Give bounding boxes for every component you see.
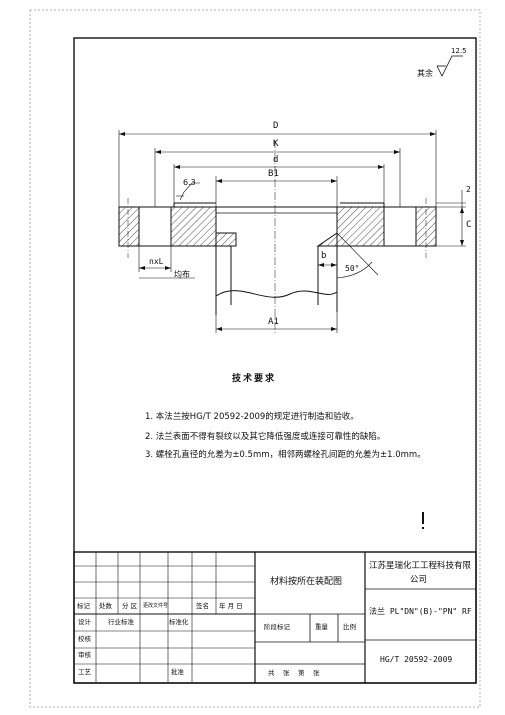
dimension-lines — [118, 130, 466, 333]
requirements-title: 技术要求 — [232, 374, 277, 384]
dim-holes: nxL — [149, 257, 164, 266]
rev-header-mark: 标记 — [77, 602, 90, 610]
row-review: 审核 — [78, 651, 91, 659]
scale-label: 比例 — [343, 623, 356, 631]
company-name-line2: 公司 — [410, 575, 428, 585]
requirement-item-1: 1. 本法兰按HG/T 20592-2009的规定进行制造和验收。 — [145, 412, 359, 422]
row-approve: 批准 — [171, 668, 184, 676]
roughness-local: 6.3 — [183, 178, 196, 187]
company-name-line1: 江苏星瑞化工工程科技有限 — [369, 561, 472, 571]
row-check: 校核 — [78, 635, 91, 643]
standard-number: HG/T 20592-2009 — [380, 655, 453, 664]
dimension-arrows — [119, 132, 464, 331]
exclamation-mark-icon — [422, 512, 424, 529]
dim-step: 2 — [466, 185, 471, 194]
requirement-item-3: 3. 螺栓孔直径的允差为±0.5mm，相邻两螺栓孔间距的允差为±1.0mm。 — [145, 450, 426, 460]
sheets-label: 共 张 第 张 — [268, 669, 321, 677]
dim-A1: A1 — [268, 317, 279, 327]
part-name: 法兰 PL"DN"(B)-"PN" RF — [369, 607, 472, 616]
roughness-symbol — [436, 55, 463, 77]
row-standardization: 标准化 — [169, 618, 189, 626]
row-design: 设计 — [78, 618, 91, 626]
row-process: 工艺 — [78, 668, 91, 676]
dim-holes-note: 均布 — [174, 270, 190, 279]
roughness-label: 其余 — [417, 69, 433, 78]
dim-D: D — [273, 121, 279, 131]
industry-standard: 行业标准 — [108, 618, 134, 626]
rev-header-date: 年 月 日 — [219, 602, 243, 610]
rev-header-sign: 签名 — [196, 602, 209, 610]
dim-angle: 50° — [345, 264, 360, 273]
weight-label: 重量 — [315, 623, 328, 631]
requirement-item-2: 2. 法兰表面不得有裂纹以及其它降低强度或连接可靠性的缺陷。 — [145, 432, 386, 442]
dim-B1: B1 — [268, 169, 279, 179]
dim-C: C — [466, 220, 472, 230]
rev-header-count: 处数 — [99, 602, 112, 610]
dim-b: b — [321, 251, 327, 261]
rev-header-zone: 分 区 — [122, 602, 138, 610]
title-block — [73, 551, 477, 684]
material-note: 材料按所在装配图 — [270, 577, 343, 587]
stage-mark-label: 阶段标记 — [264, 623, 290, 631]
dim-d: d — [273, 155, 279, 165]
dim-K: K — [273, 139, 279, 149]
sheet-trim-border — [29, 9, 481, 708]
roughness-value: 12.5 — [451, 47, 467, 55]
rev-header-doc: 更改文件号 — [143, 603, 169, 609]
